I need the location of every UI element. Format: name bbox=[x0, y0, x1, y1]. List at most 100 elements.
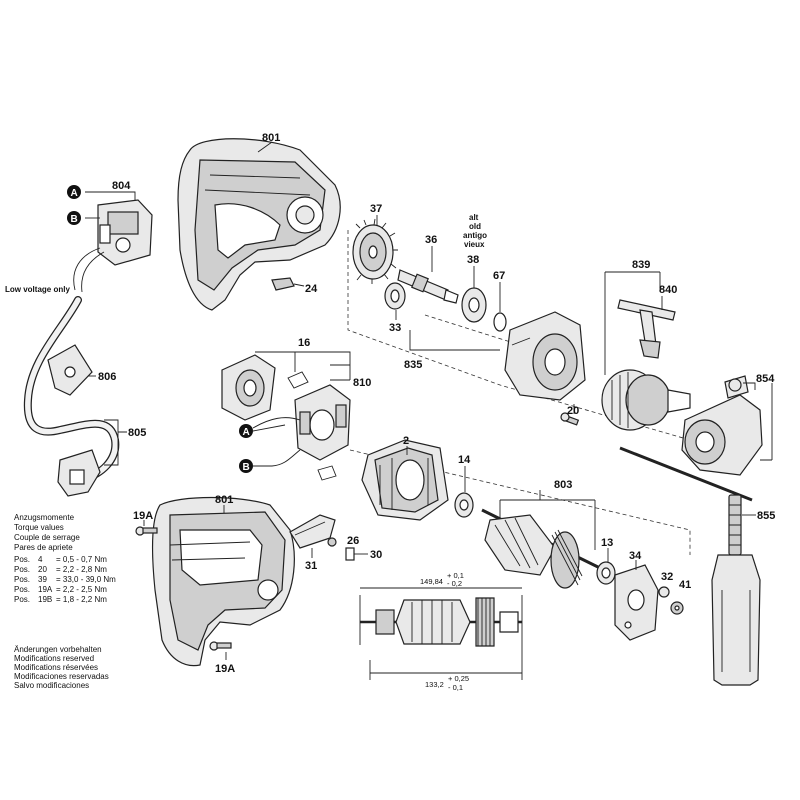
leader-line bbox=[257, 141, 273, 153]
armature-dimension-drawing bbox=[359, 587, 523, 680]
part-label-26: 26 bbox=[347, 535, 359, 547]
dim-bottom-value: 133,2 bbox=[425, 680, 444, 689]
part-label-37: 37 bbox=[370, 203, 382, 215]
part-804-switch bbox=[97, 199, 153, 266]
part-label-803: 803 bbox=[554, 479, 572, 491]
torque-row-num: 4 bbox=[38, 555, 43, 564]
leader-line bbox=[85, 191, 136, 200]
assembly-guide-line bbox=[424, 314, 521, 346]
part-label-806: 806 bbox=[98, 371, 116, 383]
part-840-chuck-key bbox=[617, 299, 676, 359]
alt-note-line: alt bbox=[469, 213, 479, 222]
torque-row-val: = 33,0 - 39,0 Nm bbox=[56, 575, 116, 584]
torque-row-num: 39 bbox=[38, 575, 47, 584]
part-label-31: 31 bbox=[305, 560, 317, 572]
dim-bottom-tol-minus: - 0,1 bbox=[448, 683, 463, 692]
part-label-30: 30 bbox=[370, 549, 382, 561]
depth-stop-rod bbox=[619, 446, 753, 502]
switch-wire bbox=[73, 247, 101, 291]
part-label-835: 835 bbox=[404, 359, 422, 371]
torque-heading: Anzugsmomente bbox=[14, 513, 75, 522]
part-14-bearing bbox=[454, 492, 474, 518]
part-855-side-handle bbox=[711, 494, 761, 686]
part-32-washer bbox=[658, 586, 670, 598]
callout-a-mid: A bbox=[243, 427, 250, 438]
leader-line bbox=[604, 271, 661, 375]
assembly-guide-line bbox=[347, 230, 691, 441]
part-41-nut bbox=[670, 601, 684, 615]
part-label-36: 36 bbox=[425, 234, 437, 246]
assembly-guide-line bbox=[349, 449, 691, 555]
torque-values-table: Anzugsmomente Torque values Couple de se… bbox=[14, 513, 116, 604]
changes-line: Modifications reserved bbox=[14, 654, 94, 663]
torque-heading: Pares de apriete bbox=[14, 543, 73, 552]
part-label-19a-top: 19A bbox=[133, 510, 153, 522]
part-label-801-bottom: 801 bbox=[215, 494, 233, 506]
part-30-slider bbox=[345, 547, 355, 561]
callout-circle-b bbox=[239, 459, 253, 473]
part-19a-screw-top bbox=[135, 526, 158, 536]
part-label-855: 855 bbox=[757, 510, 775, 522]
changes-line: Änderungen vorbehalten bbox=[14, 645, 102, 654]
part-label-41: 41 bbox=[679, 579, 691, 591]
part-854-handle-clamp bbox=[681, 375, 763, 476]
torque-row-pos: Pos. bbox=[14, 575, 30, 584]
part-label-16: 16 bbox=[298, 337, 310, 349]
torque-heading: Torque values bbox=[14, 523, 64, 532]
leader-line bbox=[104, 419, 127, 466]
torque-row-num: 19A bbox=[38, 585, 53, 594]
callout-circle-a bbox=[67, 185, 81, 199]
part-16-brush-holder bbox=[221, 354, 276, 421]
switch-wire bbox=[81, 251, 105, 293]
part-37-gear bbox=[352, 218, 398, 284]
leader-line bbox=[409, 330, 500, 351]
brush-leaf bbox=[287, 371, 309, 389]
part-38-washer bbox=[461, 287, 487, 323]
dim-top-tol-plus: + 0,1 bbox=[447, 571, 464, 580]
part-label-14: 14 bbox=[458, 454, 471, 466]
part-31-switch-button bbox=[289, 514, 336, 549]
housing-half-bottom bbox=[151, 496, 295, 667]
low-voltage-note: Low voltage only bbox=[5, 285, 70, 294]
part-label-804: 804 bbox=[112, 180, 131, 192]
torque-row-pos: Pos. bbox=[14, 595, 30, 604]
torque-row-pos: Pos. bbox=[14, 585, 30, 594]
wire-a bbox=[252, 417, 301, 432]
torque-heading: Couple de serrage bbox=[14, 533, 80, 542]
callout-circle-b bbox=[67, 211, 81, 225]
brush-leaf bbox=[317, 465, 337, 481]
part-label-24: 24 bbox=[305, 283, 318, 295]
part-835-gear-housing bbox=[504, 311, 586, 401]
leader-line bbox=[255, 351, 351, 381]
part-label-38: 38 bbox=[467, 254, 479, 266]
part-803-armature bbox=[481, 508, 601, 589]
part-839-chuck bbox=[601, 369, 691, 431]
part-label-13: 13 bbox=[601, 537, 613, 549]
part-26-spring bbox=[327, 537, 337, 547]
part-label-854: 854 bbox=[756, 373, 775, 385]
part-67-ring bbox=[493, 312, 507, 332]
torque-row-val: = 2,2 - 2,5 Nm bbox=[56, 585, 107, 594]
part-34-end-plate bbox=[614, 564, 659, 641]
part-13-bearing bbox=[596, 561, 616, 585]
part-19a-screw-bottom bbox=[209, 641, 232, 651]
dim-top-tol-minus: - 0,2 bbox=[447, 579, 462, 588]
part-label-801-top: 801 bbox=[262, 132, 280, 144]
wire-b bbox=[253, 449, 301, 467]
torque-row-val: = 0,5 - 0,7 Nm bbox=[56, 555, 107, 564]
callout-b-mid: B bbox=[243, 462, 250, 473]
callout-a-top: A bbox=[71, 188, 78, 199]
part-label-32: 32 bbox=[661, 571, 673, 583]
leader-line bbox=[499, 490, 596, 550]
changes-line: Modificaciones reservadas bbox=[14, 672, 109, 681]
torque-row-num: 20 bbox=[38, 565, 47, 574]
changes-line: Modifications réservées bbox=[14, 663, 98, 672]
alt-note-line: antigo bbox=[463, 231, 487, 240]
torque-row-val: = 2,2 - 2,8 Nm bbox=[56, 565, 107, 574]
torque-row-pos: Pos. bbox=[14, 555, 30, 564]
leader-line bbox=[743, 382, 773, 461]
part-label-67: 67 bbox=[493, 270, 505, 282]
callout-b-top: B bbox=[71, 214, 78, 225]
torque-row-pos: Pos. bbox=[14, 565, 30, 574]
